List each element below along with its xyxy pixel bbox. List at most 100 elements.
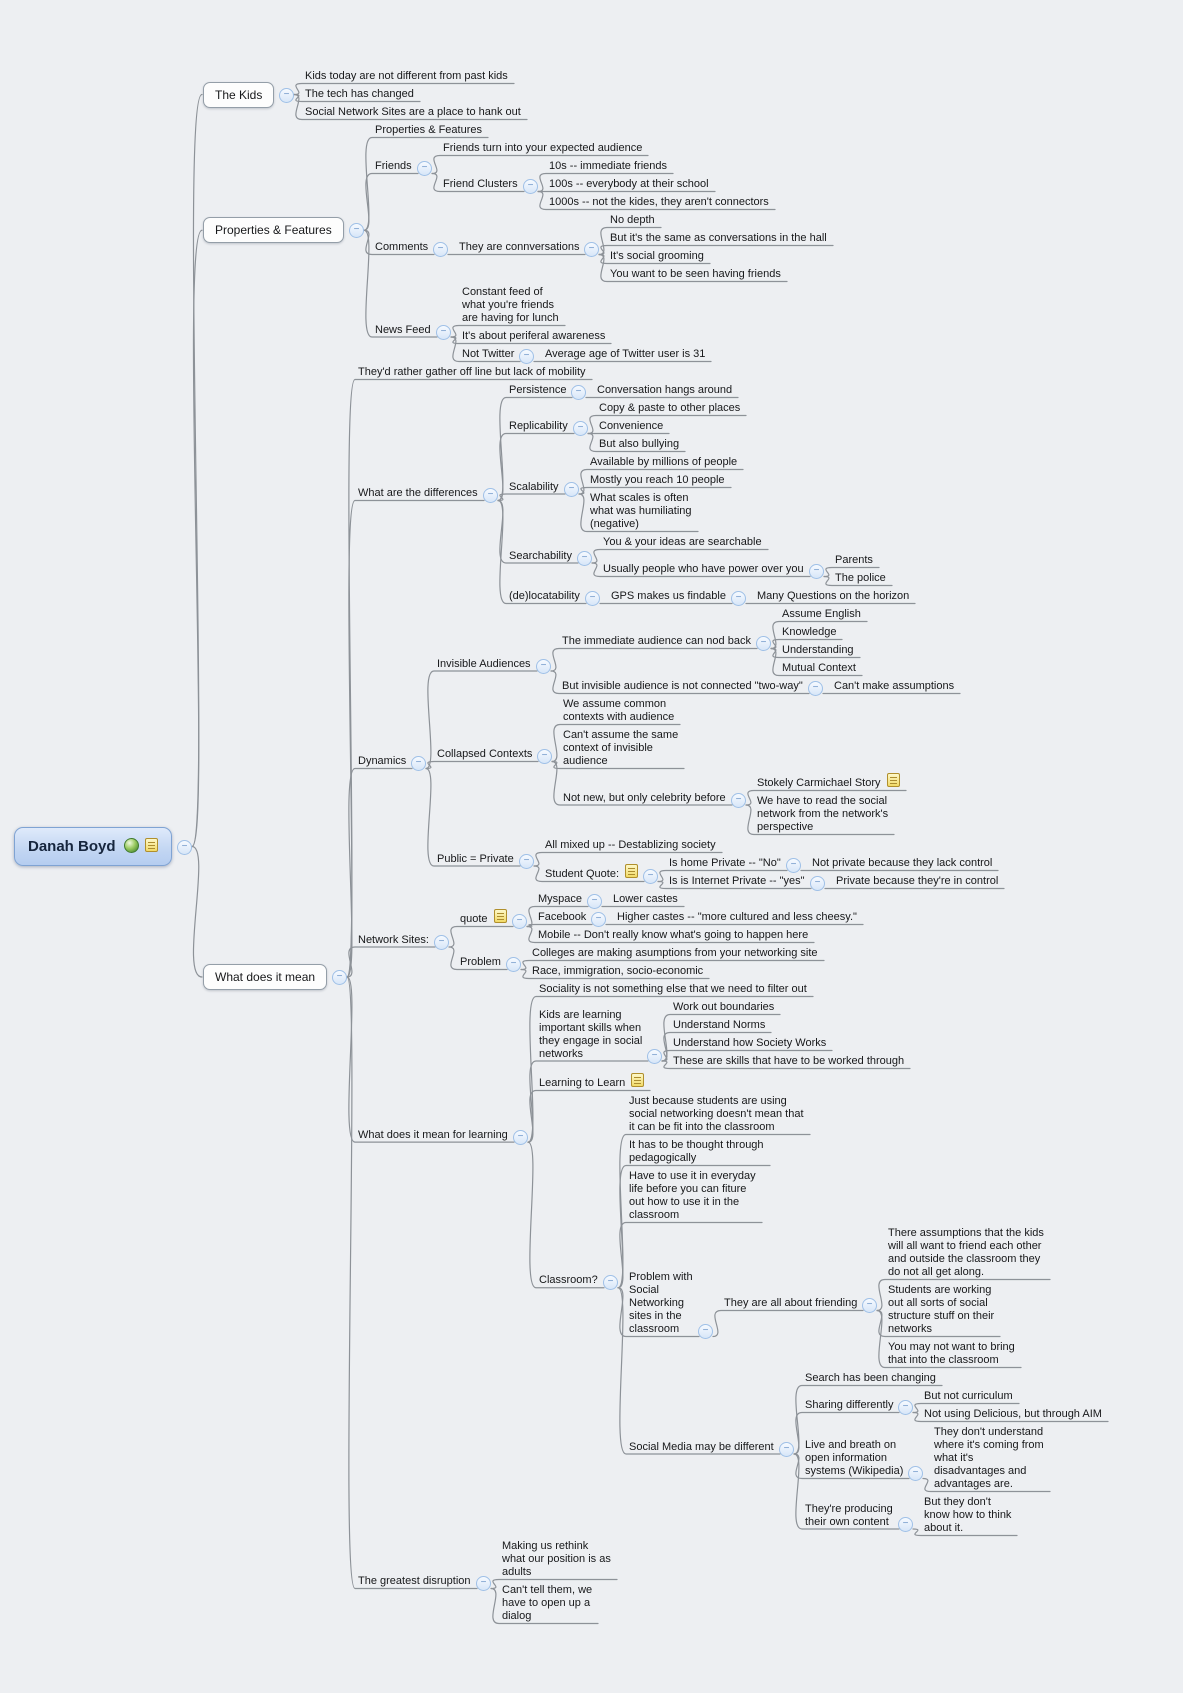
topic-node[interactable]: Can't assume the same context of invisib… [563,729,678,768]
collapse-button[interactable]: − [564,482,579,497]
collapse-button[interactable]: − [519,349,534,364]
topic-node[interactable]: Convenience [599,420,663,433]
collapse-button[interactable]: − [862,1298,877,1313]
topic-node[interactable]: Mobile -- Don't really know what's going… [538,929,808,942]
topic-node[interactable]: Not Twitter [462,348,514,361]
topic-node[interactable]: Invisible Audiences [437,658,531,671]
topic-node[interactable]: Not private because they lack control [812,857,992,870]
topic-node[interactable]: They are all about friending [724,1297,857,1310]
topic-node[interactable]: Knowledge [782,626,836,639]
collapse-button[interactable]: − [177,840,192,855]
topic-node[interactable]: Sharing differently [805,1399,893,1412]
topic-node[interactable]: No depth [610,214,655,227]
topic-node[interactable]: Constant feed of what you're friends are… [462,286,559,325]
topic-node[interactable]: Is is Internet Private -- "yes" [669,875,805,888]
topic-node[interactable]: What scales is often what was humiliatin… [590,492,692,531]
topic-node[interactable]: Many Questions on the horizon [757,590,909,603]
collapse-button[interactable]: − [808,681,823,696]
topic-node[interactable]: But it's the same as conversations in th… [610,232,827,245]
collapse-button[interactable]: − [698,1324,713,1339]
collapse-button[interactable]: − [779,1442,794,1457]
topic-node[interactable]: Live and breath on open information syst… [805,1439,903,1478]
collapse-button[interactable]: − [512,914,527,929]
topic-node[interactable]: Colleges are making asumptions from your… [532,947,818,960]
topic-node[interactable]: The police [835,572,886,585]
collapse-button[interactable]: − [584,242,599,257]
collapse-button[interactable]: − [536,659,551,674]
collapse-button[interactable]: − [786,858,801,873]
topic-node[interactable]: They're producing their own content [805,1503,893,1529]
topic-node[interactable]: 100s -- everybody at their school [549,178,709,191]
topic-node[interactable]: They are connversations [459,241,579,254]
topic-node[interactable]: Understand how Society Works [673,1037,826,1050]
topic-node[interactable]: They'd rather gather off line but lack o… [358,366,586,379]
collapse-button[interactable]: − [573,421,588,436]
topic-node[interactable]: Mostly you reach 10 people [590,474,725,487]
collapse-button[interactable]: − [411,756,426,771]
topic-node[interactable]: You want to be seen having friends [610,268,781,281]
topic-node[interactable]: Learning to Learn [539,1073,645,1090]
topic-node[interactable]: Usually people who have power over you [603,563,804,576]
topic-node[interactable]: Higher castes -- "more cultured and less… [617,911,857,924]
collapse-button[interactable]: − [898,1517,913,1532]
topic-node[interactable]: Work out boundaries [673,1001,774,1014]
topic-node[interactable]: quote [460,909,507,926]
topic-node[interactable]: Not using Delicious, but through AIM [924,1408,1102,1421]
topic-node[interactable]: Dynamics [358,755,406,768]
collapse-button[interactable]: − [643,869,658,884]
topic-node[interactable]: You may not want to bring that into the … [888,1341,1015,1367]
collapse-button[interactable]: − [332,970,347,985]
topic-node[interactable]: Not new, but only celebrity before [563,792,726,805]
topic-node[interactable]: Public = Private [437,853,514,866]
collapse-button[interactable]: − [809,564,824,579]
topic-node[interactable]: Myspace [538,893,582,906]
collapse-button[interactable]: − [591,912,606,927]
topic-node[interactable]: There assumptions that the kids will all… [888,1227,1044,1279]
topic-node[interactable]: Problem [460,956,501,969]
topic-node[interactable]: Friends [375,160,412,173]
topic-node[interactable]: All mixed up -- Destablizing society [545,839,716,852]
topic-node[interactable]: Collapsed Contexts [437,748,532,761]
topic-node[interactable]: Conversation hangs around [597,384,732,397]
topic-node[interactable]: The greatest disruption [358,1575,471,1588]
collapse-button[interactable]: − [523,179,538,194]
collapse-button[interactable]: − [349,223,364,238]
topic-node[interactable]: Scalability [509,481,559,494]
topic-node[interactable]: Facebook [538,911,586,924]
topic-node[interactable]: It's about periferal awareness [462,330,605,343]
topic-node[interactable]: Private because they're in control [836,875,998,888]
topic-node[interactable]: Assume English [782,608,861,621]
topic-node[interactable]: Stokely Carmichael Story [757,773,900,790]
topic-node[interactable]: 10s -- immediate friends [549,160,667,173]
topic-node[interactable]: We assume common contexts with audience [563,698,674,724]
collapse-button[interactable]: − [756,636,771,651]
topic-node[interactable]: Have to use it in everyday life before y… [629,1170,756,1222]
topic-node[interactable]: Available by millions of people [590,456,737,469]
collapse-button[interactable]: − [731,793,746,808]
topic-node[interactable]: What does it mean for learning [358,1129,508,1142]
topic-node[interactable]: Can't tell them, we have to open up a di… [502,1584,592,1623]
topic-node[interactable]: Problem with Social Networking sites in … [629,1271,693,1336]
collapse-button[interactable]: − [908,1466,923,1481]
topic-node[interactable]: 1000s -- not the kides, they aren't conn… [549,196,769,209]
topic-node[interactable]: Kids today are not different from past k… [305,70,508,83]
topic-node[interactable]: Comments [375,241,428,254]
topic-node[interactable]: News Feed [375,324,431,337]
topic-node[interactable]: Properties & Features [375,124,482,137]
topic-node[interactable]: Lower castes [613,893,678,906]
topic-node[interactable]: Race, immigration, socio-economic [532,965,703,978]
topic-node[interactable]: But also bullying [599,438,679,451]
collapse-button[interactable]: − [603,1275,618,1290]
topic-node[interactable]: Making us rethink what our position is a… [502,1540,611,1579]
collapse-button[interactable]: − [436,325,451,340]
collapse-button[interactable]: − [506,957,521,972]
collapse-button[interactable]: − [587,894,602,909]
topic-node[interactable]: They don't understand where it's coming … [934,1426,1044,1491]
collapse-button[interactable]: − [731,591,746,606]
topic-node[interactable]: But they don't know how to think about i… [924,1496,1011,1535]
topic-node[interactable]: Copy & paste to other places [599,402,740,415]
collapse-button[interactable]: − [476,1576,491,1591]
branch-node[interactable]: Properties & Features [203,217,344,243]
topic-node[interactable]: Friend Clusters [443,178,518,191]
topic-node[interactable]: Kids are learning important skills when … [539,1009,642,1061]
